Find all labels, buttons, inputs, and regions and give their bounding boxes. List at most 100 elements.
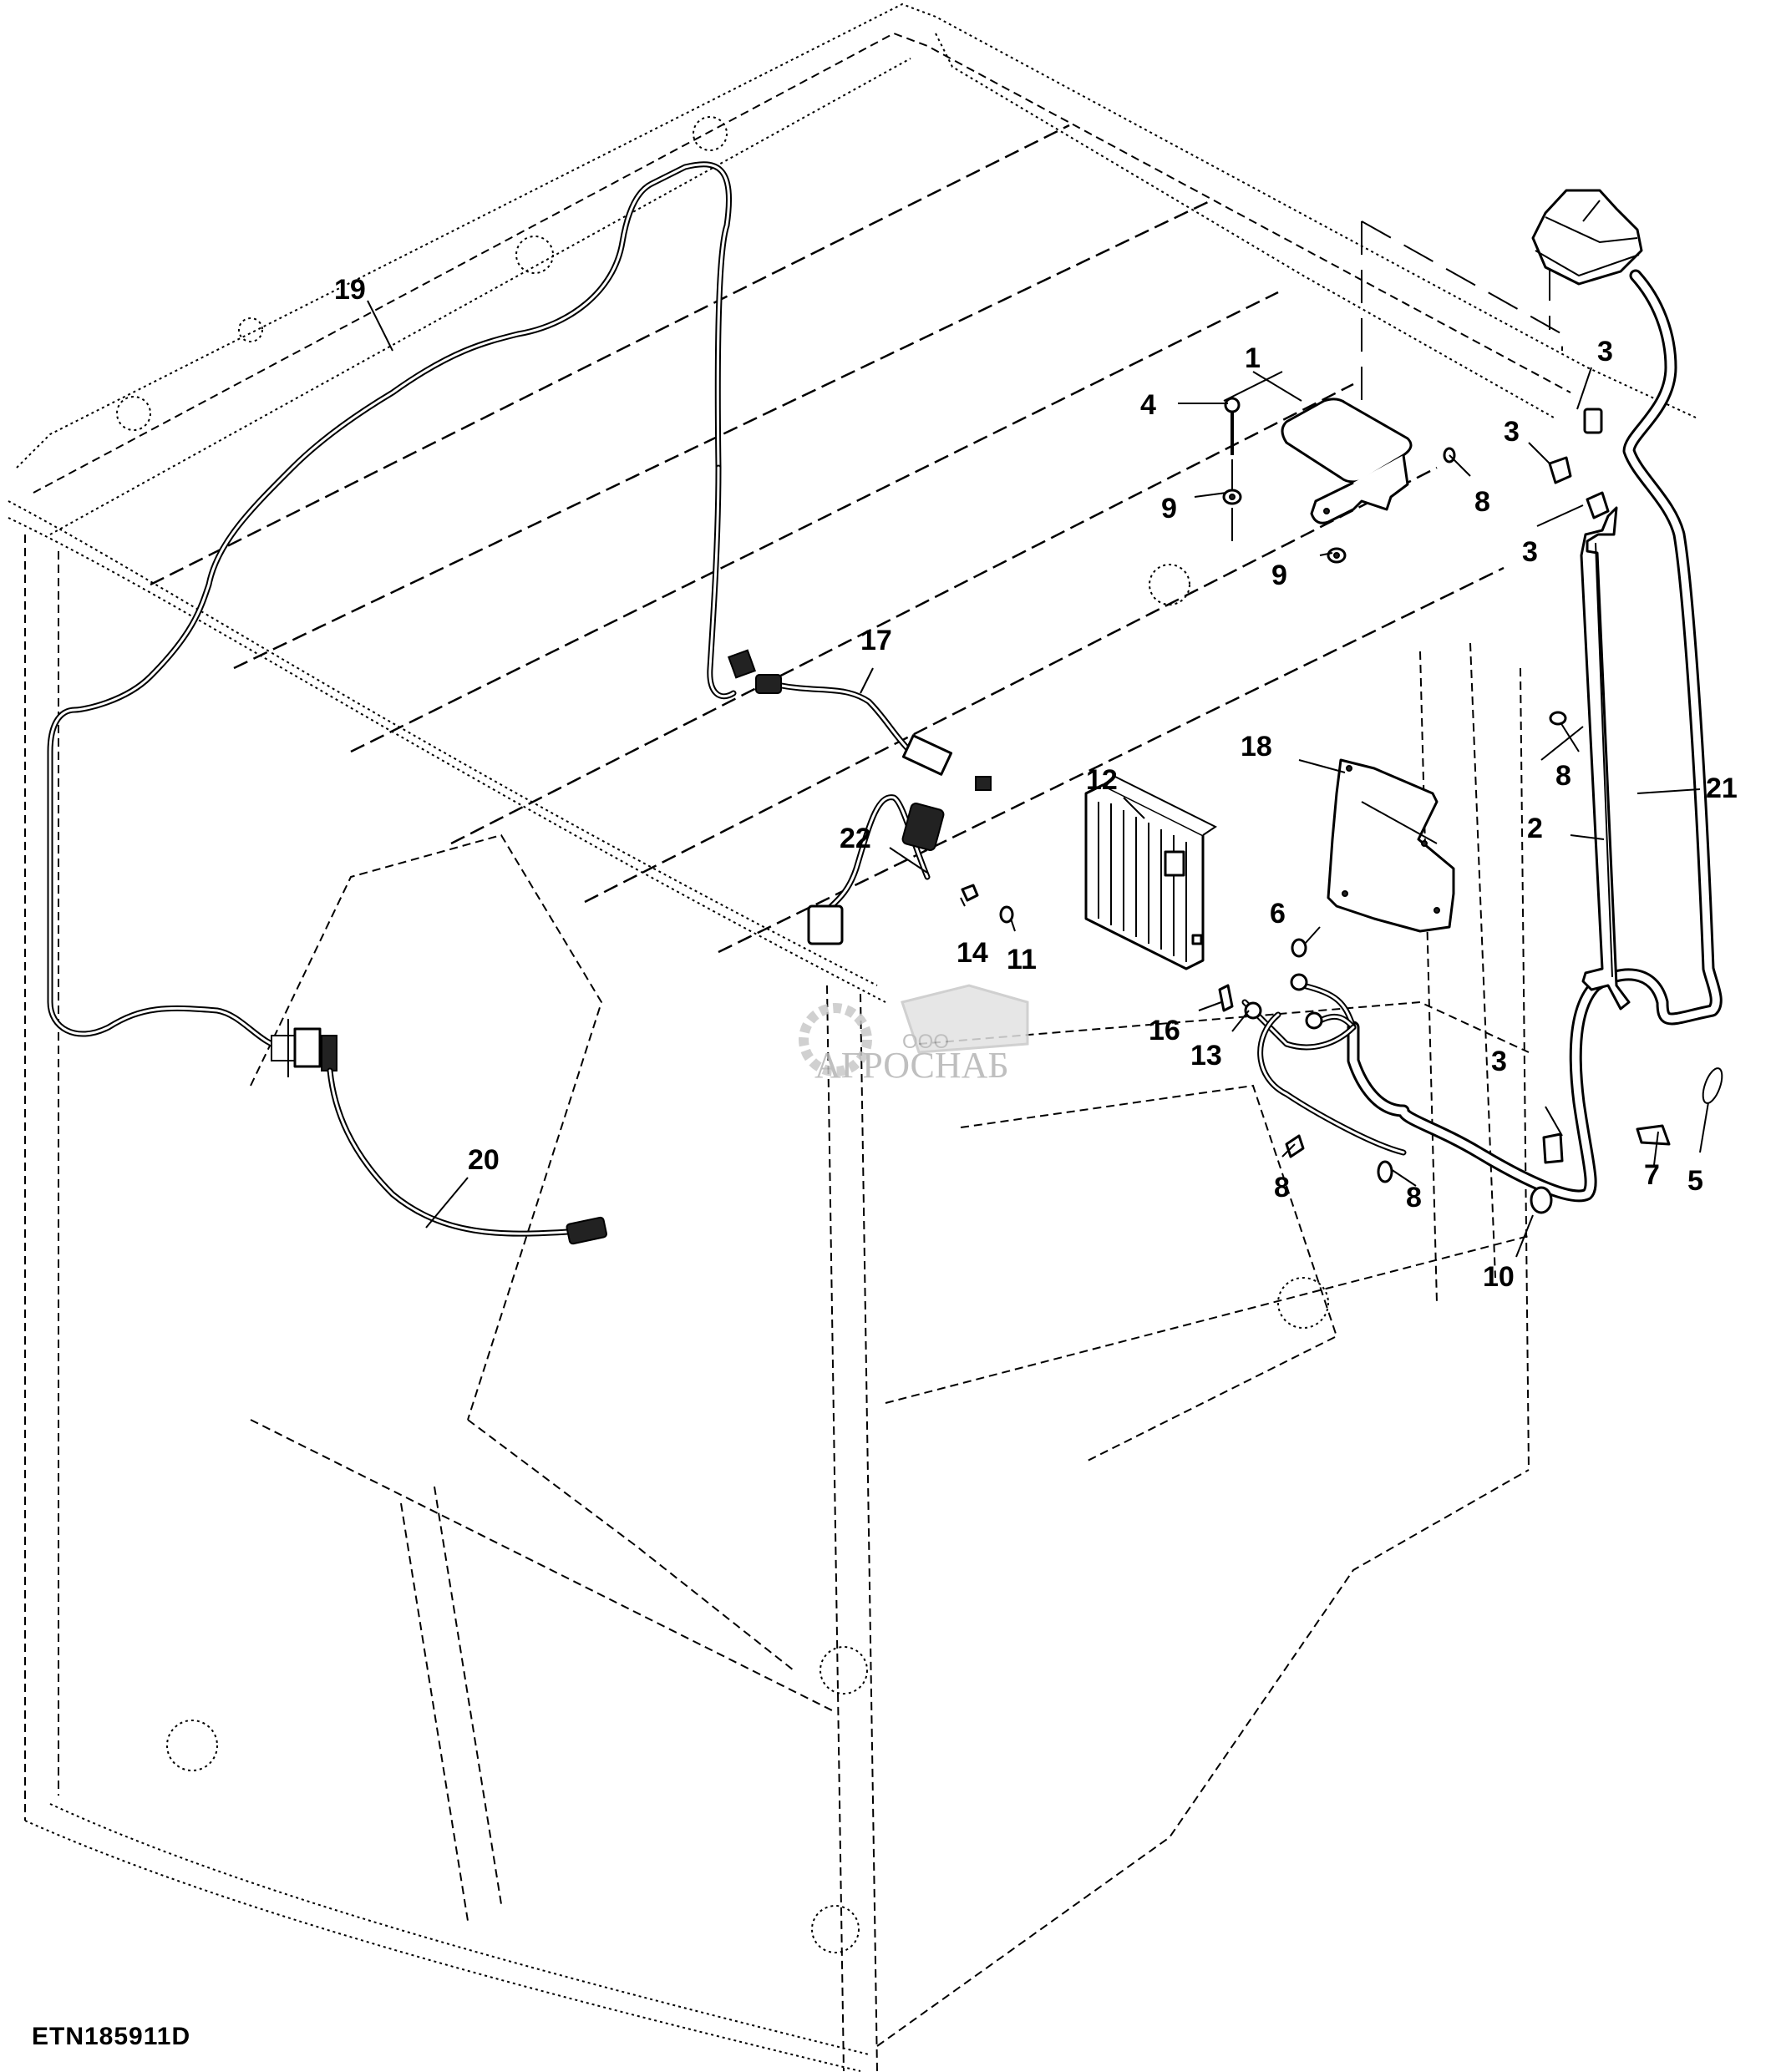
screw-11 <box>999 905 1014 924</box>
cable-clip <box>1586 491 1610 519</box>
callout-4: 4 <box>1140 389 1156 421</box>
callout-3: 3 <box>1504 416 1520 448</box>
roof-rail-front <box>935 33 1555 418</box>
windshield-header-2 <box>8 517 886 1003</box>
right-console <box>960 1084 1338 1462</box>
callout-20: 20 <box>468 1144 500 1176</box>
small-bracket <box>1218 984 1234 1012</box>
center-pillar-2 <box>860 993 878 2072</box>
console-left <box>250 833 603 1421</box>
connector-22-b <box>901 803 945 851</box>
callout-19: 19 <box>334 274 366 306</box>
steering-post-2 <box>434 1486 502 1905</box>
figure-id: ETN185911D <box>32 2023 191 2050</box>
watermark-prefix: ООО <box>902 1031 949 1053</box>
floor-right-edge <box>876 1469 1530 2047</box>
steering-post <box>400 1502 469 1922</box>
cable-tie-5 <box>1702 1067 1723 1104</box>
floor-boss <box>819 1646 868 1695</box>
roof-rib-2 <box>233 199 1212 670</box>
callout-22: 22 <box>840 823 871 854</box>
roof-boss <box>693 116 728 151</box>
receiver-phantom-lines <box>1231 220 1563 551</box>
callout-21: 21 <box>1706 773 1738 804</box>
roof-boss <box>238 317 263 342</box>
callout-17: 17 <box>860 625 892 656</box>
floor-boss <box>811 1905 860 1953</box>
nut <box>1285 1134 1305 1158</box>
cap-screw <box>1224 397 1241 455</box>
cover-plate <box>1327 758 1455 933</box>
floor-rail-2 <box>250 1419 836 1713</box>
nut <box>1549 711 1567 726</box>
roof-rib-6 <box>718 566 1505 954</box>
callout-1: 1 <box>1245 342 1261 374</box>
floor-boss <box>166 1720 218 1771</box>
washer <box>1222 489 1242 505</box>
callout-10: 10 <box>1483 1261 1515 1293</box>
nut <box>1377 1160 1393 1183</box>
callout-18: 18 <box>1241 731 1272 762</box>
callout-8: 8 <box>1555 760 1571 792</box>
right-pillar-1 <box>1419 651 1438 1304</box>
callout-12: 12 <box>1086 764 1118 796</box>
callout-16: 16 <box>1149 1015 1180 1046</box>
cable-clip <box>1583 408 1603 434</box>
callout-3: 3 <box>1597 336 1613 367</box>
roof-boss <box>515 236 554 274</box>
floor-mid-rail <box>885 1235 1530 1404</box>
callout-9: 9 <box>1161 493 1177 524</box>
connector-17-b <box>901 734 953 776</box>
harness-22 <box>807 794 945 945</box>
screw-6 <box>1291 938 1307 958</box>
bulkhead-connector <box>271 1019 337 1077</box>
controller-unit <box>1084 775 1217 970</box>
cab-frame <box>8 3 1697 2072</box>
connector-19-end <box>727 649 757 679</box>
floor-front-curve-2 <box>49 1803 870 2055</box>
callout-2: 2 <box>1527 813 1543 844</box>
roof-edge-inner <box>33 32 1571 494</box>
callout-3: 3 <box>1491 1046 1507 1077</box>
callout-13: 13 <box>1190 1040 1222 1071</box>
right-pillar-3 <box>1520 667 1530 1471</box>
connector-17-c <box>975 776 992 791</box>
windshield-header <box>8 500 878 986</box>
connector-20-end <box>566 1216 607 1245</box>
roof-outline <box>16 3 1697 469</box>
harness-17 <box>755 674 992 791</box>
cable-clip <box>1548 456 1572 484</box>
center-pillar-1 <box>826 985 845 2072</box>
phantom-line-diag <box>1361 220 1563 351</box>
ring-terminal <box>1244 1001 1262 1020</box>
callout-9: 9 <box>1271 560 1287 591</box>
harness-20 <box>327 1067 607 1245</box>
callout-8: 8 <box>1274 1172 1290 1203</box>
leader-lines <box>367 300 1709 1258</box>
roof-boss <box>116 396 151 431</box>
roof-rib-5 <box>584 466 1438 904</box>
callout-7: 7 <box>1644 1159 1660 1191</box>
roof-rail <box>49 58 911 535</box>
gps-receiver <box>1531 189 1643 286</box>
callout-3: 3 <box>1522 536 1538 568</box>
callout-8: 8 <box>1474 486 1490 518</box>
support-channel <box>1580 506 1631 1011</box>
callout-5: 5 <box>1687 1165 1703 1197</box>
clip-7 <box>1636 1124 1671 1146</box>
mounting-bracket <box>1281 398 1413 524</box>
rear-deck <box>918 1001 1530 1053</box>
connector-22 <box>807 904 844 945</box>
callout-8: 8 <box>1406 1182 1422 1213</box>
harness-21 <box>1241 269 1723 1203</box>
roof-rib-1 <box>150 124 1070 586</box>
clip-14 <box>961 884 979 902</box>
right-pillar-2 <box>1469 642 1496 1279</box>
ring-terminal <box>1290 973 1308 991</box>
connector-17-a <box>755 674 782 694</box>
ring-terminal <box>1305 1011 1323 1030</box>
grommet-10 <box>1530 1186 1553 1214</box>
roof-rib-3 <box>350 291 1279 753</box>
callout-6: 6 <box>1270 898 1286 930</box>
